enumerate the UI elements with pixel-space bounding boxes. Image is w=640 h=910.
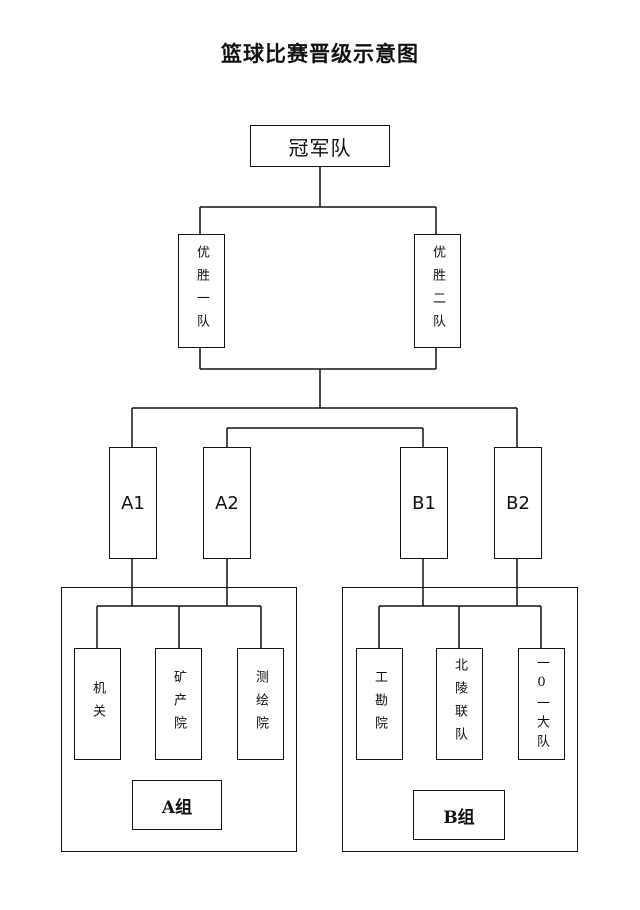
group-b-frame — [342, 587, 578, 852]
winner-label-1: 优胜一队 — [194, 245, 209, 337]
group-a-frame — [61, 587, 297, 852]
seed-label-a1: A1 — [121, 492, 145, 514]
group-a-team-3-label: 测绘院 — [253, 669, 268, 739]
group-a-team-2: 矿产院 — [155, 648, 202, 760]
group-b-label: B组 — [443, 807, 475, 828]
group-b-team-2-label: 北陵联队 — [452, 658, 467, 750]
seed-box-b1: B1 — [400, 447, 448, 559]
diagram-title: 篮球比赛晋级示意图 — [221, 41, 419, 66]
group-b-team-1-label: 工勘院 — [372, 669, 387, 739]
winner-box-2: 优胜二队 — [414, 234, 461, 348]
group-a-team-3: 测绘院 — [237, 648, 284, 760]
group-b-team-3-label: 一0一大队 — [534, 655, 549, 753]
champion-box: 冠军队 — [250, 125, 390, 167]
group-a-team-1-label: 机关 — [90, 681, 105, 727]
group-b-team-2: 北陵联队 — [436, 648, 483, 760]
group-a-label: A组 — [161, 797, 193, 818]
group-a-team-1: 机关 — [74, 648, 121, 760]
seed-label-b1: B1 — [412, 492, 436, 514]
seed-label-a2: A2 — [215, 492, 239, 514]
seed-box-a1: A1 — [109, 447, 157, 559]
winner-label-2: 优胜二队 — [430, 245, 445, 337]
group-b-team-3: 一0一大队 — [518, 648, 565, 760]
group-b-team-1: 工勘院 — [356, 648, 403, 760]
seed-box-b2: B2 — [494, 447, 542, 559]
winner-box-1: 优胜一队 — [178, 234, 225, 348]
seed-box-a2: A2 — [203, 447, 251, 559]
group-b-label-box: B组 — [413, 790, 505, 840]
group-a-team-2-label: 矿产院 — [171, 669, 186, 739]
champion-label: 冠军队 — [288, 135, 352, 160]
group-a-label-box: A组 — [132, 780, 222, 830]
seed-label-b2: B2 — [506, 492, 530, 514]
